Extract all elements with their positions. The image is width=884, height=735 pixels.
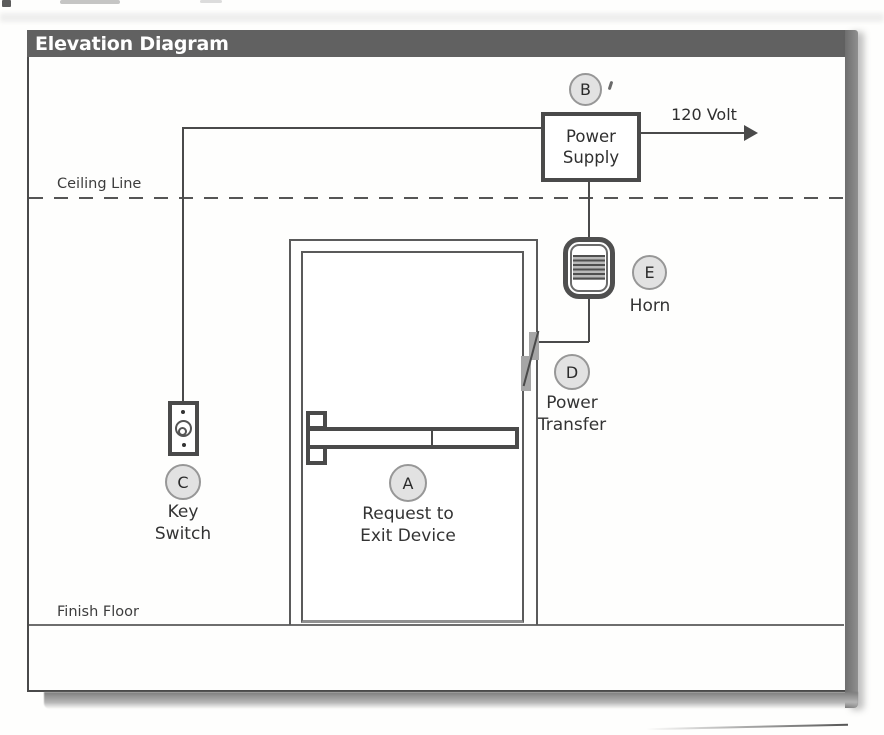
ceiling-line (29, 197, 844, 199)
panic-bar (306, 427, 519, 449)
scan-smudge (60, 0, 120, 4)
tag-circle-e: E (632, 255, 667, 290)
arrow-right-icon (744, 125, 758, 141)
key-switch-label-line1: Key (167, 502, 199, 522)
tag-circle-b: B (569, 73, 602, 106)
frame-bottom-border (27, 690, 845, 692)
finish-floor-line (29, 624, 844, 626)
tag-circle-a: A (389, 464, 427, 502)
voltage-label: 120 Volt (671, 105, 737, 124)
wire-horn-to-door (539, 341, 589, 343)
power-transfer-label: Power Transfer (531, 393, 613, 436)
panic-bar-divider (431, 430, 433, 446)
wire-horn-down (588, 297, 590, 342)
page-title: Elevation Diagram (35, 32, 229, 55)
ceiling-line-label: Ceiling Line (57, 176, 142, 192)
power-supply-box: Power Supply (541, 112, 641, 182)
finish-floor-label: Finish Floor (57, 604, 139, 620)
door-frame (289, 239, 538, 625)
wire-120v (640, 132, 746, 134)
page-curl-line (646, 723, 848, 731)
power-transfer-label-line1: Power (546, 393, 598, 413)
key-switch-label-line2: Switch (154, 523, 212, 544)
wire-psu-to-horn (588, 182, 590, 239)
exit-device-label-line1: Request to (362, 504, 454, 524)
key-switch-screw-bottom (182, 443, 186, 447)
wire-key-switch-riser (182, 128, 184, 402)
scan-smudge (2, 0, 11, 7)
power-supply-label-line2: Supply (562, 148, 620, 167)
tag-circle-c: C (165, 464, 201, 500)
pen-mark (607, 80, 614, 91)
scan-smear (0, 13, 884, 22)
wire-top-run (182, 127, 541, 129)
horn-label: Horn (629, 296, 671, 316)
exit-device-label-line2: Exit Device (360, 525, 456, 546)
key-switch-screw-top (181, 410, 185, 414)
page-shadow-bottom (44, 692, 858, 709)
power-transfer-label-line2: Transfer (537, 414, 607, 435)
scan-smudge (200, 0, 222, 3)
diagram-title-bar: Elevation Diagram (27, 30, 845, 57)
horn-coil-stripes (573, 255, 605, 280)
power-supply-label-line1: Power (566, 127, 616, 146)
exit-device-label: Request to Exit Device (337, 504, 479, 547)
key-cylinder-core-icon (178, 427, 187, 436)
horn-inner (570, 244, 608, 292)
horn-symbol (563, 237, 615, 299)
page-edge-right (845, 30, 858, 708)
key-switch-label: Key Switch (143, 502, 223, 545)
tag-circle-d: D (554, 354, 590, 390)
frame-left-border (27, 57, 29, 692)
